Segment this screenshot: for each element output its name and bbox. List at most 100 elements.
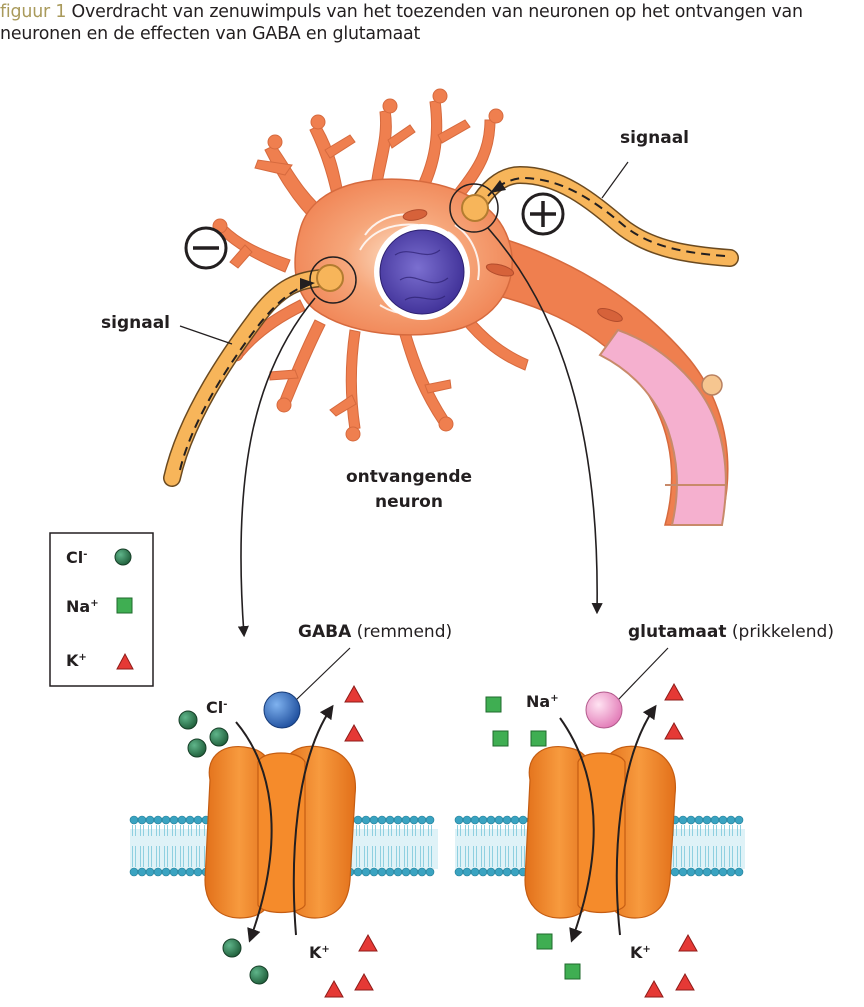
phospholipid-head [377, 867, 387, 877]
arrow-to-gaba-panel [237, 297, 316, 638]
legend-k-icon [116, 652, 134, 670]
phospholipid-head [369, 815, 379, 825]
phospholipid-head [161, 815, 171, 825]
phospholipid-head [137, 815, 147, 825]
axon-terminal-right [461, 194, 489, 222]
phospholipid-head [726, 867, 736, 877]
phospholipid-head [678, 815, 688, 825]
phospholipid-head [510, 867, 520, 877]
phospholipid-head [678, 867, 688, 877]
legend-box [49, 532, 154, 687]
phospholipid-head [478, 815, 488, 825]
axon-terminal-left [316, 264, 344, 292]
myelin-sheath [598, 328, 727, 526]
phospholipid-head [193, 815, 203, 825]
gaba-title: GABA (remmend) [298, 622, 452, 642]
glutamate-panel: glutamaat (prikkelend) Na+ [454, 622, 834, 998]
phospholipid-head [494, 867, 504, 877]
k-ion-icon [675, 972, 695, 991]
phospholipid-head [193, 867, 203, 877]
na-ion-icon [485, 696, 502, 713]
receiving-neuron-label-line1: ontvangende [346, 467, 472, 487]
phospholipid-head [494, 815, 504, 825]
phospholipid-head [425, 815, 435, 825]
caption-text: Overdracht van zenuwimpuls van het toeze… [0, 2, 803, 44]
phospholipid-head [145, 815, 155, 825]
gaba-bottom-ion-label: K+ [309, 943, 330, 962]
signal-label-left: signaal [101, 313, 170, 333]
phospholipid-head [470, 867, 480, 877]
glutamate-leader-line [617, 647, 669, 701]
figure-label: figuur 1 [0, 2, 67, 22]
phospholipid-head [734, 815, 744, 825]
mitochondrion [485, 263, 515, 277]
gaba-molecule-icon [263, 691, 301, 729]
phospholipid-head [734, 867, 744, 877]
mitochondrion [597, 308, 623, 322]
k-ion-icon [664, 682, 684, 701]
phospholipid-head [470, 815, 480, 825]
cl-ion-icon [249, 965, 269, 985]
phospholipid-head [486, 867, 496, 877]
phospholipid-head [502, 867, 512, 877]
k-ion-icon [344, 684, 364, 703]
phospholipid-head [385, 815, 395, 825]
glutamate-channel [524, 745, 677, 919]
legend-na-icon [116, 597, 133, 614]
figure-caption: figuur 1 Overdracht van zenuwimpuls van … [0, 1, 860, 45]
cl-ion-icon [187, 738, 207, 758]
phospholipid-head [129, 815, 139, 825]
k-ion-icon [664, 721, 684, 740]
k-ion-icon [324, 979, 344, 998]
incoming-axon-left [163, 256, 357, 487]
cl-ion-icon [222, 938, 242, 958]
gaba-channel [204, 745, 357, 919]
phospholipid-head [710, 867, 720, 877]
phospholipid-head [462, 867, 472, 877]
phospholipid-head [185, 815, 195, 825]
phospholipid-head [361, 815, 371, 825]
phospholipid-head [393, 815, 403, 825]
phospholipid-head [137, 867, 147, 877]
phospholipid-head [177, 815, 187, 825]
na-ion-icon [492, 730, 509, 747]
gaba-top-ion-label: Cl- [206, 698, 227, 717]
phospholipid-head [353, 867, 363, 877]
na-ion-icon [564, 963, 581, 980]
phospholipid-head [169, 815, 179, 825]
nucleus [379, 229, 465, 315]
legend-na-label: Na+ [66, 597, 99, 616]
phospholipid-head [353, 815, 363, 825]
phospholipid-head [145, 867, 155, 877]
phospholipid-head [710, 815, 720, 825]
minus-symbol [184, 226, 228, 270]
phospholipid-head [401, 867, 411, 877]
k-ion-icon [358, 933, 378, 952]
phospholipid-head [454, 815, 464, 825]
phospholipid-head [510, 815, 520, 825]
phospholipid-head [486, 815, 496, 825]
phospholipid-head [694, 867, 704, 877]
phospholipid-head [161, 867, 171, 877]
phospholipid-head [454, 867, 464, 877]
k-ion-icon [678, 933, 698, 952]
incoming-axon-right [449, 165, 739, 267]
plus-symbol [521, 192, 565, 236]
legend-cl-label: Cl- [66, 548, 87, 567]
ion-legend: Cl- Na+ K+ [49, 532, 154, 687]
phospholipid-head [718, 867, 728, 877]
phospholipid-head [177, 867, 187, 877]
glutamate-molecule-icon [585, 691, 623, 729]
legend-k-label: K+ [66, 651, 87, 670]
glutamate-top-ion-label: Na+ [526, 692, 559, 711]
phospholipid-head [718, 815, 728, 825]
phospholipid-head [401, 815, 411, 825]
signal-leader-right [601, 161, 629, 199]
phospholipid-head [169, 867, 179, 877]
glutamate-na-inflow-arrow [559, 717, 595, 943]
k-ion-icon [644, 979, 664, 998]
gaba-k-outflow-arrow [292, 704, 334, 936]
k-ion-icon [354, 972, 374, 991]
